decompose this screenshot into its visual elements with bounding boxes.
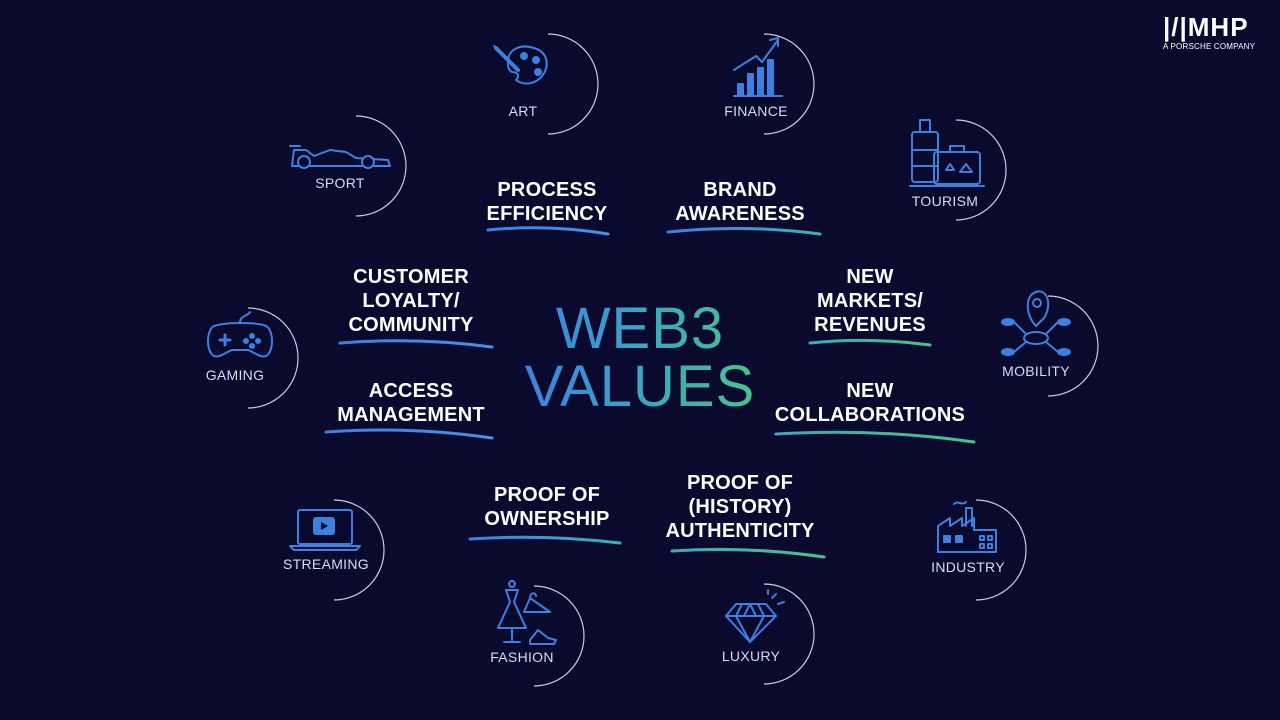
arc-sport — [355, 115, 407, 217]
arc-streaming — [333, 499, 385, 601]
category-art: ART — [508, 103, 538, 119]
value-process-efficiency: PROCESS EFFICIENCY — [486, 179, 608, 225]
map-pin-network-icon — [1001, 290, 1071, 356]
palette-icon — [493, 45, 548, 85]
category-luxury: LUXURY — [721, 648, 781, 664]
arc-art — [547, 33, 599, 135]
underline-collab — [774, 430, 976, 444]
mhp-logo: |/|MHP A PORSCHE COMPANY — [1163, 14, 1266, 51]
category-fashion: FASHION — [490, 649, 554, 665]
category-industry: INDUSTRY — [931, 559, 1005, 575]
category-gaming: GAMING — [205, 367, 265, 383]
arc-industry — [975, 499, 1027, 601]
logo-mark: |/|MHP — [1163, 12, 1249, 42]
center-title-line1: WEB3 — [525, 300, 756, 358]
underline-process — [486, 226, 610, 236]
value-proof-authenticity: PROOF OF (HISTORY) AUTHENTICITY — [665, 472, 815, 542]
value-new-collaborations: NEW COLLABORATIONS — [774, 380, 966, 426]
category-sport: SPORT — [315, 175, 365, 191]
laptop-play-icon — [289, 509, 361, 551]
luggage-icon — [909, 119, 985, 187]
center-title-line2: VALUES — [524, 354, 756, 419]
underline-ownership — [468, 535, 622, 545]
value-access-management: ACCESS MANAGEMENT — [337, 380, 485, 426]
race-car-icon — [289, 145, 391, 169]
game-controller-icon — [207, 311, 273, 358]
underline-authenticity — [670, 547, 826, 559]
value-new-markets: NEW MARKETS/ REVENUES — [814, 266, 926, 336]
category-mobility: MOBILITY — [1002, 363, 1070, 379]
arc-gaming — [247, 307, 299, 409]
center-title: WEB3 VALUES — [525, 300, 756, 416]
underline-customer — [338, 339, 494, 349]
underline-access — [324, 428, 494, 440]
value-proof-ownership: PROOF OF OWNERSHIP — [484, 484, 610, 530]
arc-finance — [763, 33, 815, 135]
diamond-icon — [725, 589, 785, 643]
logo-subtitle: A PORSCHE COMPANY — [1163, 42, 1256, 51]
value-customer-loyalty: CUSTOMER LOYALTY/ COMMUNITY — [348, 266, 474, 336]
fashion-icon — [497, 580, 557, 645]
arc-luxury — [763, 583, 815, 685]
underline-markets — [808, 338, 932, 347]
value-brand-awareness: BRAND AWARENESS — [675, 179, 805, 225]
category-streaming: STREAMING — [283, 556, 369, 572]
arc-tourism — [955, 119, 1007, 221]
arc-fashion — [533, 585, 585, 687]
factory-icon — [937, 501, 997, 553]
category-finance: FINANCE — [724, 103, 788, 119]
arc-mobility — [1047, 295, 1099, 397]
category-tourism: TOURISM — [911, 193, 979, 209]
chart-growth-icon — [733, 37, 783, 97]
underline-brand — [666, 226, 822, 236]
